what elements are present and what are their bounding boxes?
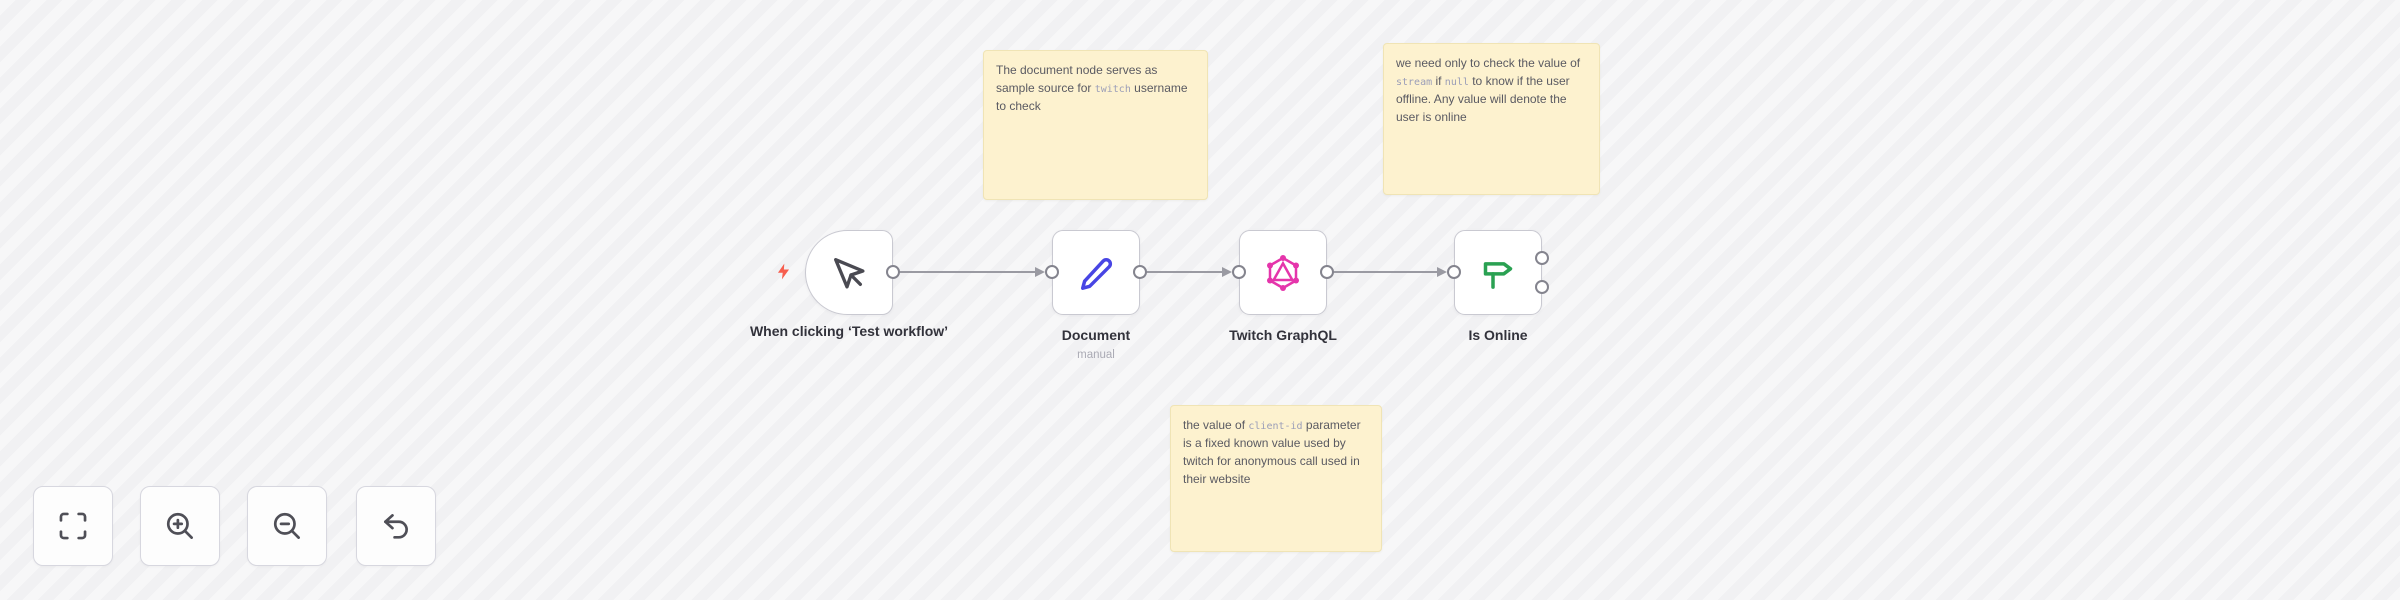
connection-trigger-to-document[interactable] [893,271,1035,273]
sticky-text-segment: parameter is a fixed known value used by… [1183,418,1361,486]
output-port-false[interactable] [1535,280,1549,294]
undo-button[interactable] [356,486,436,566]
node-is-online[interactable] [1454,230,1542,315]
sticky-code-twitch: twitch [1094,84,1131,95]
undo-icon [384,514,408,539]
sticky-text-segment: if [1432,74,1445,88]
node-label: Twitch GraphQL [1229,327,1337,343]
connection-arrow-icon [1035,266,1045,277]
output-port[interactable] [1320,265,1334,279]
graphql-icon [1267,254,1299,291]
output-port-true[interactable] [1535,251,1549,265]
zoom-out-button[interactable] [247,486,327,566]
sticky-note-stream-check[interactable]: we need only to check the value of strea… [1383,43,1600,195]
zoom-out-icon [273,512,300,539]
sticky-note-document[interactable]: The document node serves as sample sourc… [983,50,1208,200]
node-label: When clicking ‘Test workflow’ [749,323,949,339]
pencil-icon [1080,257,1113,290]
node-label: Document [1061,327,1131,343]
sticky-code-client-id: client-id [1248,421,1303,432]
input-port[interactable] [1045,265,1059,279]
sticky-text-segment: username to check [996,81,1188,113]
input-port[interactable] [1232,265,1246,279]
sticky-text-segment: we need only to check the value of [1396,56,1581,70]
sticky-text-segment: to know if the user offline. Any value w… [1396,74,1570,124]
output-port[interactable] [1133,265,1147,279]
node-label: Is Online [1468,327,1528,343]
node-when-clicking-test-workflow[interactable] [805,230,893,315]
zoom-in-icon [166,512,193,539]
sticky-code-stream: stream [1396,77,1433,88]
sticky-code-null: null [1444,77,1469,88]
sticky-note-client-id[interactable]: the value of client-id parameter is a fi… [1170,405,1382,552]
sticky-text-segment: The document node serves as sample sourc… [996,63,1158,95]
input-port[interactable] [1447,265,1461,279]
output-port[interactable] [886,265,900,279]
trigger-bolt-icon [777,263,790,280]
node-document[interactable] [1052,230,1140,315]
signpost-icon [1483,261,1513,289]
mouse-pointer-icon [834,257,865,288]
connection-arrow-icon [1437,266,1447,277]
connection-document-to-graphql[interactable] [1140,271,1222,273]
connection-graphql-to-if[interactable] [1327,271,1437,273]
fit-view-icon [59,512,87,540]
zoom-in-button[interactable] [140,486,220,566]
sticky-text-segment: the value of [1183,418,1249,432]
zoom-to-fit-button[interactable] [33,486,113,566]
connection-arrow-icon [1222,266,1232,277]
node-twitch-graphql[interactable] [1239,230,1327,315]
node-sublabel: manual [1077,349,1115,361]
